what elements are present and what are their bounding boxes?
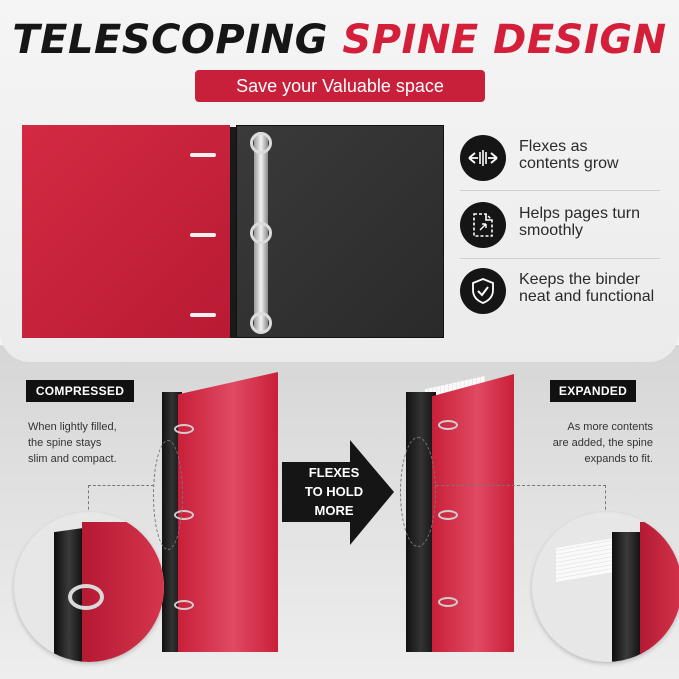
feature-item: Flexes as contents grow (460, 135, 660, 187)
note-line: slim and compact. (28, 453, 117, 465)
arrow-line: FLEXES (308, 465, 360, 480)
note-line: When lightly filled, (28, 421, 117, 433)
binder-ring (250, 132, 272, 154)
note-line: expands to fit. (584, 453, 654, 465)
feature-text: Keeps the binder neat and functional (519, 271, 677, 305)
arrow-line: MORE (314, 503, 354, 518)
arrow-line: TO HOLD (304, 484, 364, 499)
flex-arrows-icon (460, 135, 506, 181)
spine-highlight (153, 440, 183, 550)
binder-ring (174, 424, 194, 434)
arrow-label: FLEXES TO HOLD MORE (290, 463, 378, 520)
compressed-tag-text: COMPRESSED (35, 384, 125, 398)
expanded-tag-text: EXPANDED (558, 384, 628, 398)
binder-front-cover (22, 125, 230, 338)
binder-ring (438, 510, 458, 520)
feature-line: Keeps the binder (519, 271, 640, 288)
page-turn-icon (460, 202, 506, 248)
compressed-tag: COMPRESSED (26, 380, 134, 402)
feature-line: Flexes as (519, 138, 588, 155)
page-title: TELESCOPING SPINE DESIGN (0, 18, 679, 62)
leader-line (88, 485, 89, 515)
feature-text: Flexes as contents grow (519, 138, 677, 172)
feature-line: smoothly (519, 222, 584, 239)
cover-slot (190, 153, 216, 157)
expanded-tag: EXPANDED (550, 380, 636, 402)
divider (460, 258, 660, 259)
feature-line: contents grow (519, 155, 619, 172)
subtitle-text: Save your Valuable space (236, 75, 444, 96)
binder-ring (174, 600, 194, 610)
subtitle-banner: Save your Valuable space (195, 70, 485, 102)
closeup-ring (68, 584, 104, 610)
feature-line: Helps pages turn (519, 205, 640, 222)
leader-line (605, 485, 606, 515)
title-part-2: SPINE DESIGN (342, 17, 667, 63)
shield-check-icon (460, 268, 506, 314)
spine-highlight (400, 437, 436, 547)
cover-slot (190, 233, 216, 237)
feature-item: Keeps the binder neat and functional (460, 268, 660, 320)
leader-line (88, 485, 154, 486)
feature-item: Helps pages turn smoothly (460, 202, 660, 254)
binder-back-cover (236, 125, 444, 338)
binder-ring (438, 597, 458, 607)
flex-arrow (282, 440, 394, 545)
feature-text: Helps pages turn smoothly (519, 205, 677, 239)
compressed-binder-cover (178, 372, 278, 652)
binder-ring (250, 312, 272, 334)
note-line: the spine stays (28, 437, 102, 449)
binder-ring (438, 420, 458, 430)
compressed-note: When lightly filled, the spine stays sli… (28, 419, 148, 467)
cover-slot (190, 313, 216, 317)
leader-line (436, 485, 606, 486)
expanded-spine-closeup (532, 512, 679, 662)
closeup-spine (612, 532, 642, 662)
binder-ring (250, 222, 272, 244)
title-part-1: TELESCOPING (12, 17, 328, 63)
closeup-cover (640, 522, 679, 662)
expanded-note: As more contents are added, the spine ex… (533, 419, 653, 467)
note-line: are added, the spine (552, 437, 653, 449)
compressed-spine-closeup (14, 512, 164, 662)
divider (460, 190, 660, 191)
feature-line: neat and functional (519, 288, 655, 305)
note-line: As more contents (567, 421, 653, 433)
